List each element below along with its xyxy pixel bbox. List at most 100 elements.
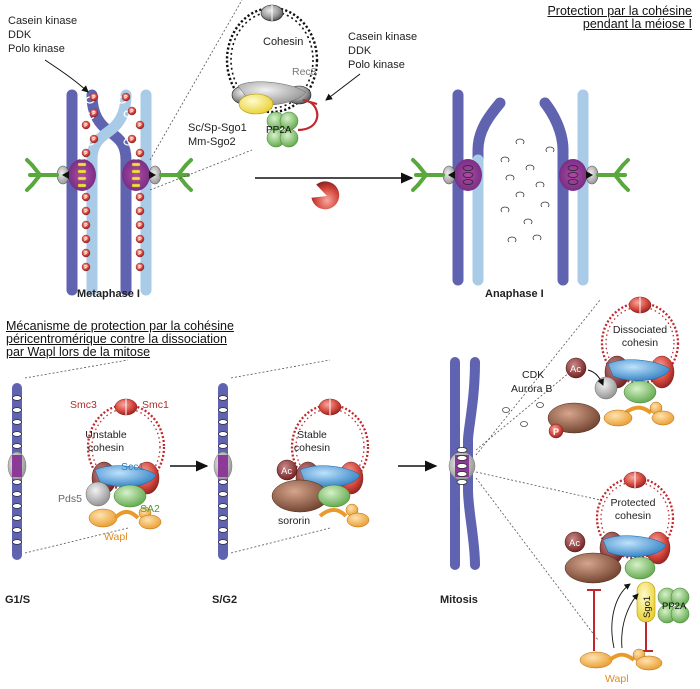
header-mitosis-line3: par Wapl lors de la mitose — [6, 345, 151, 359]
arm-cohesin-ring — [12, 431, 22, 437]
anaphase-label: Anaphase I — [485, 288, 544, 300]
phospho-mark — [89, 134, 99, 144]
phospho-mark — [135, 220, 145, 230]
arm-cohesin-ring — [218, 431, 228, 437]
cleaved-cohesin-ring — [500, 206, 510, 213]
phospho-mark — [127, 134, 137, 144]
arm-cohesin-ring — [12, 443, 22, 449]
kinase-label: Polo kinase — [8, 43, 65, 55]
stable-label: cohesin — [294, 442, 330, 454]
phospho-mark — [89, 108, 99, 118]
centromeric-cohesin-ring — [456, 471, 468, 477]
sg2-label: S/G2 — [212, 594, 237, 606]
phospho-mark-label: P — [138, 223, 142, 229]
phospho-mark-label: P — [130, 137, 134, 143]
cdk-label: CDK — [522, 369, 544, 381]
phospho-mark — [135, 148, 145, 158]
unstable-label: Unstable — [85, 429, 127, 441]
cleaved-cohesin-ring — [535, 181, 545, 188]
sgo-protein — [238, 93, 274, 115]
cleaved-cohesin-ring — [500, 156, 510, 163]
centromeric-cohesin-ring — [462, 179, 474, 185]
phospho-mark — [81, 262, 91, 272]
centromeric-cohesin-ring — [462, 165, 474, 171]
ac-label-protected: Ac — [569, 538, 580, 549]
sgo1-label: Sgo1 — [642, 596, 653, 618]
phospho-mark — [135, 234, 145, 244]
smc1-label: Smc1 — [142, 399, 169, 411]
arm-cohesin-ring — [218, 515, 228, 521]
sgo-label: Mm-Sgo2 — [188, 136, 236, 148]
sa2-label: SA2 — [140, 503, 160, 515]
phospho-mark-label: P — [138, 151, 142, 157]
kinase-label: Casein kinase — [8, 15, 77, 27]
sororin-released — [547, 402, 601, 434]
arm-cohesin-ring — [12, 515, 22, 521]
dissociated-label: cohesin — [622, 337, 658, 349]
phospho-mark-label: P — [138, 237, 142, 243]
phospho-mark-label: P — [84, 237, 88, 243]
cohesin-ring-meiosis — [225, 4, 319, 148]
centromeric-cohesin-ring — [567, 165, 579, 171]
arm-cohesin-ring — [12, 491, 22, 497]
arm-cohesin-ring — [218, 395, 228, 401]
phospho-mark-label: P — [84, 151, 88, 157]
stable-label: Stable — [297, 429, 327, 441]
phospho-mark — [81, 192, 91, 202]
phospho-mark — [81, 148, 91, 158]
centromeric-cohesin-ring — [462, 172, 474, 178]
header-mitosis-line2: péricentromérique contre la dissociation — [6, 332, 227, 346]
phospho-mark-label: P — [138, 209, 142, 215]
cleaved-cohesin-ring — [515, 138, 525, 145]
cleaved-cohesin-ring — [545, 146, 555, 153]
kinase-labels-left: Casein kinase DDK Polo kinase — [8, 15, 77, 55]
cleaved-cohesin-ring — [532, 234, 542, 241]
centromeric-cohesin-ring — [456, 447, 468, 453]
centromere-left — [68, 159, 96, 191]
phospho-mark — [81, 220, 91, 230]
arm-cohesin-ring — [218, 527, 228, 533]
phospho-mark-label: P — [124, 95, 128, 101]
wapl-bottom-label: Wapl — [605, 673, 629, 685]
header-mitosis-line1: Mécanisme de protection par la cohésine — [6, 319, 234, 333]
pp2a-label: PP2A — [266, 125, 292, 136]
wapl-label: Wapl — [104, 531, 128, 543]
phospho-mark-label: P — [84, 123, 88, 129]
phospho-mark — [121, 92, 131, 102]
stable-cohesin — [271, 459, 370, 528]
phospho-mark — [81, 234, 91, 244]
spindle-attachment-left — [25, 158, 59, 192]
phospho-mark-label: P — [138, 251, 142, 257]
header-meiosis-line2: pendant la méiose I — [582, 17, 692, 31]
phospho-label: P — [553, 427, 559, 437]
phospho-mark — [127, 106, 137, 116]
phospho-mark-label: P — [84, 251, 88, 257]
arm-cohesin-ring — [12, 407, 22, 413]
unstable-cohesin — [85, 461, 162, 530]
phospho-mark-label: P — [138, 195, 142, 201]
arm-cohesin-ring — [218, 407, 228, 413]
phospho-mark-label: P — [84, 265, 88, 271]
arm-cohesin-ring — [218, 479, 228, 485]
centromeric-cohesin-ring — [456, 463, 468, 469]
mitosis-label: Mitosis — [440, 594, 478, 606]
phospho-mark — [89, 92, 99, 102]
spindle-attachment-right — [159, 158, 193, 192]
phospho-mark-label: P — [92, 111, 96, 117]
centromeric-cohesin-ring — [456, 455, 468, 461]
protected-label: cohesin — [615, 510, 651, 522]
arm-cohesin-ring — [218, 503, 228, 509]
rec8-label: Rec8 — [292, 66, 317, 78]
protected-cohesin — [564, 531, 690, 624]
cleaved-cohesin-ring — [525, 164, 535, 171]
chromosome-g1s — [7, 383, 27, 560]
kinase-label: Casein kinase — [348, 31, 417, 43]
cleaved-cohesin-ring — [540, 201, 550, 208]
header-meiosis-line1: Protection par la cohésine — [547, 4, 692, 18]
kinase-label: DDK — [348, 45, 372, 57]
separase-icon — [311, 181, 340, 210]
sororin-label: sororin — [278, 515, 310, 527]
